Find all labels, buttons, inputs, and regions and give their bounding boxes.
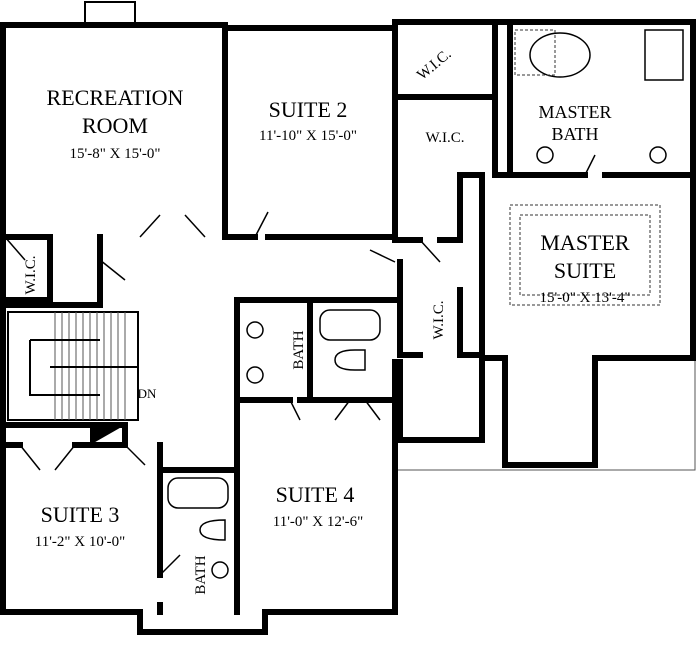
- bath-mid-label: BATH: [291, 330, 307, 369]
- bath-bottom-label: BATH: [193, 555, 209, 594]
- recreation-room-label: RECREATION: [47, 85, 184, 110]
- suite-3-label: SUITE 3: [41, 502, 120, 527]
- recreation-room-label-2: ROOM: [82, 113, 148, 138]
- wic-left-label: W.I.C.: [23, 255, 39, 294]
- stairs-down-label: DN: [138, 386, 157, 401]
- fixtures: [167, 29, 684, 579]
- recreation-room-size: 15'-8" X 15'-0": [70, 146, 161, 162]
- interior-walls: [0, 19, 693, 615]
- master-suite-label: MASTER: [540, 230, 630, 255]
- wic-mid-label: W.I.C.: [425, 130, 464, 146]
- master-bath-label: MASTER: [538, 102, 611, 122]
- chimney: [84, 1, 136, 25]
- staircase[interactable]: [7, 311, 139, 445]
- suite-4-label: SUITE 4: [276, 482, 355, 507]
- suite-3-size: 11'-2" X 10'-0": [35, 534, 125, 550]
- roof-outline: [394, 360, 696, 471]
- master-suite-label-2: SUITE: [554, 258, 616, 283]
- doors[interactable]: [4, 154, 596, 576]
- suite-4-size: 11'-0" X 12'-6": [273, 514, 363, 530]
- suite-2-size: 11'-10" X 15'-0": [259, 128, 357, 144]
- suite-2-label: SUITE 2: [269, 97, 348, 122]
- master-suite-size: 15'-0" X 13'-4": [540, 290, 631, 306]
- wic-master-label: W.I.C.: [431, 300, 447, 339]
- wic-top-label: W.I.C.: [414, 46, 454, 83]
- master-bath-label-2: BATH: [551, 124, 598, 144]
